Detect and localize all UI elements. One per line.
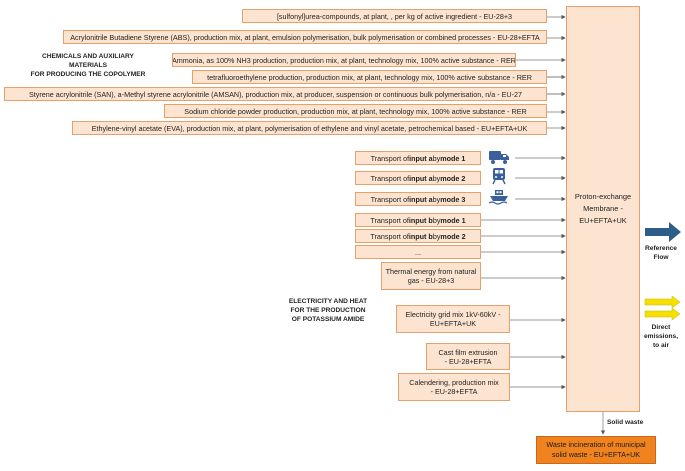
transport-box: Transport of input a by mode 3 [355,192,481,206]
transport-by: by [432,194,441,204]
main-process-line: Proton-exchange [574,192,632,201]
transport-by: by [432,173,441,183]
box-line: - EU-28+EFTA [430,387,478,396]
electricity-label-line: OF POTASSIUM AMIDE [291,316,365,323]
transport-input: input a [409,194,433,204]
waste-line: solid waste - EU+EFTA+UK [551,450,641,459]
reference-flow-arrow [645,222,681,242]
train-icon [492,168,506,185]
box-line: - EU-28+EFTA [444,356,492,366]
electricity-grid-box: Electricity grid mix 1kV-60kV -EU+EFTA+U… [396,305,510,333]
direct-emissions-line: Direct [651,324,671,331]
direct-emissions-label: Direct emissions, to air [640,323,682,350]
chemicals-label-line: CHEMICALS AND AUXILIARY [42,53,134,60]
transport-prefix: Transport of [370,153,410,163]
transport-mode: mode 3 [440,194,466,204]
transport-input: input a [409,173,433,183]
waste-line: Waste incineration of municipal [546,440,646,449]
transport-by: by [432,231,441,241]
reference-flow-line: Flow [653,254,669,261]
box-line: Electricity grid mix 1kV-60kV - [405,310,501,319]
box-line: gas - EU-28+3 [407,276,455,285]
electricity-heat-label: ELECTRICITY AND HEAT FOR THE PRODUCTION … [278,297,378,324]
reference-flow-line: Reference [645,245,677,252]
direct-emissions-line: emissions, [643,333,679,340]
electricity-label-line: ELECTRICITY AND HEAT [288,298,368,305]
main-process-box: Proton-exchange Membrane - EU+EFTA+UK [566,6,640,412]
transport-input: input a [409,153,433,163]
ship-icon [488,190,508,205]
chemicals-label-line: MATERIALS [69,62,107,69]
solid-waste-label: Solid waste [607,419,644,426]
electricity-label-line: FOR THE PRODUCTION [290,307,366,314]
box-line: Thermal energy from natural [385,267,477,276]
input-box-san: Styrene acrylonitrile (SAN), a-Methyl st… [4,87,547,101]
main-process-line: EU+EFTA+UK [579,216,627,225]
input-box-abs: Acrylonitrile Butadiene Styrene (ABS), p… [63,30,547,44]
transport-box: Transport of input a by mode 2 [355,171,481,185]
transport-input: input b [408,215,433,225]
transport-mode: mode 1 [440,153,466,163]
box-line: Cast film extrusion [438,347,498,357]
transport-mode: mode 1 [440,215,466,225]
transport-prefix: Transport of [370,231,409,241]
input-box-sodium-chloride: Sodium chloride powder production, produ… [164,104,547,118]
input-box-sulfonylurea: [sulfonyl]urea-compounds, at plant, , pe… [242,9,547,23]
direct-emissions-line: to air [652,342,670,349]
transport-box: Transport of input b by mode 1 [355,213,481,227]
transport-box: Transport of input a by mode 1 [355,151,481,165]
transport-prefix: Transport of [370,194,410,204]
waste-incineration-box: Waste incineration of municipal solid wa… [536,436,656,464]
chemicals-label-line: FOR PRODUCING THE COPOLYMER [30,71,146,78]
reference-flow-label: Reference Flow [640,244,682,262]
ellipsis-box: ... [355,245,481,259]
input-box-ammonia: Ammonia, as 100% NH3 production, product… [172,53,516,67]
transport-mode: mode 2 [440,231,466,241]
transport-by: by [432,153,441,163]
input-box-tetrafluoroethylene: tetrafluoroethylene production, producti… [192,70,547,84]
input-box-eva: Ethylene-vinyl acetate (EVA), production… [72,121,547,135]
cast-film-extrusion-box: Cast film extrusion- EU-28+EFTA [426,343,510,370]
transport-prefix: Transport of [370,173,410,183]
transport-mode: mode 2 [440,173,466,183]
truck-icon [489,151,509,164]
transport-box: Transport of input b by mode 2 [355,229,481,243]
transport-by: by [432,215,441,225]
transport-input: input b [408,231,433,241]
emission-arrow [644,307,681,321]
calendering-box: Calendering, production mix- EU-28+EFTA [398,373,510,401]
transport-prefix: Transport of [370,215,409,225]
box-line: EU+EFTA+UK [429,319,477,328]
chemicals-label: CHEMICALS AND AUXILIARY MATERIALS FOR PR… [18,52,158,79]
main-process-line: Membrane - [583,204,623,213]
box-line: Calendering, production mix [409,378,499,387]
emission-arrow [644,295,681,309]
